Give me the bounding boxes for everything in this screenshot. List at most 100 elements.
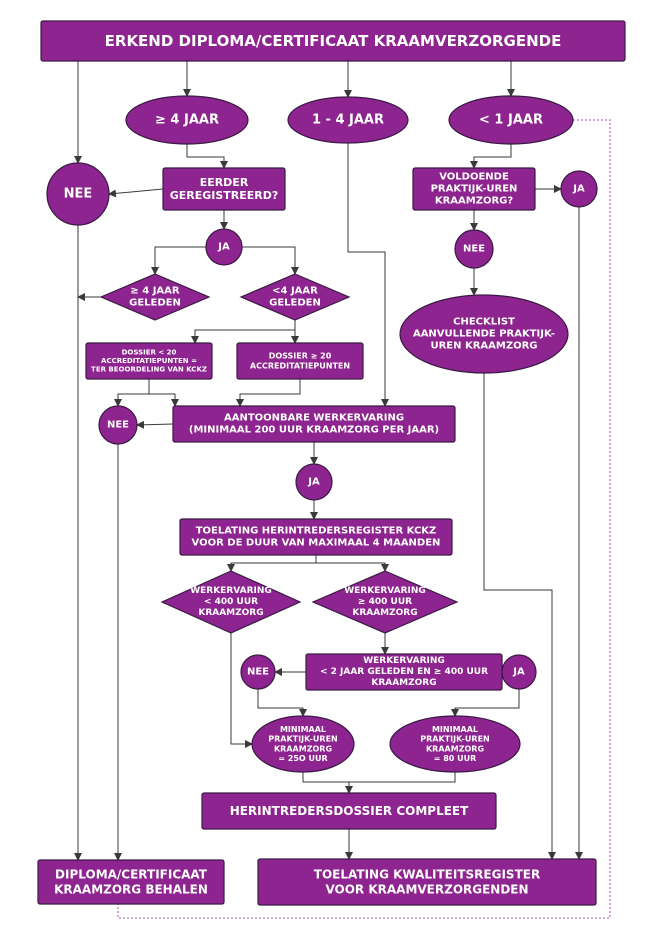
ja2-label: JA bbox=[307, 477, 320, 488]
1to4-shape bbox=[287, 96, 409, 144]
werkervaring-label: (MINIMAAL 200 UUR KRAAMZORG PER JAAR) bbox=[189, 425, 439, 436]
min250-label: MINIMAAL bbox=[280, 725, 326, 734]
herintredersdossier-shape bbox=[201, 792, 497, 830]
connector-line bbox=[136, 420, 174, 429]
nee-left-label: NEE bbox=[64, 187, 93, 202]
dossier-lt-shape bbox=[85, 342, 213, 380]
connector-line bbox=[149, 393, 179, 407]
node-werkervaring: AANTOONBARE WERKERVARING (MINIMAAL 200 UU… bbox=[172, 405, 456, 443]
toelating-kwaliteit-label: VOOR KRAAMVERZORGENDEN bbox=[325, 882, 528, 896]
checklist-label: CHECKLIST bbox=[453, 316, 515, 327]
title-label: ERKEND DIPLOMA/CERTIFICAAT KRAAMVERZORGE… bbox=[105, 32, 562, 50]
wk-ge400-label: WERKERVARING bbox=[344, 586, 426, 596]
node-nee-low: NEE bbox=[240, 654, 276, 690]
node-toelating-herintreders: TOELATING HERINTREDERSREGISTER KCKZ VOOR … bbox=[179, 518, 453, 556]
wk-lt400-label: < 400 UUR bbox=[204, 597, 258, 607]
herintredersdossier-label: HERINTREDERSDOSSIER COMPLEET bbox=[230, 804, 469, 818]
dossier-lt-label: DOSSIER < 20 bbox=[122, 348, 177, 356]
connector-line bbox=[242, 246, 299, 275]
connector-line bbox=[151, 246, 206, 275]
ja-right-label: JA bbox=[572, 184, 585, 195]
nee-left-shape bbox=[46, 162, 110, 226]
node-title: ERKEND DIPLOMA/CERTIFICAAT KRAAMVERZORGE… bbox=[40, 20, 626, 62]
node-ge4: ≥ 4 JAAR bbox=[125, 95, 249, 145]
wk-2jaar-label: WERKERVARING bbox=[363, 656, 445, 666]
diploma-behalen-shape bbox=[37, 859, 225, 905]
wk-2jaar-label: KRAAMZORG bbox=[371, 678, 436, 688]
connector-line bbox=[451, 689, 520, 717]
connector-lines bbox=[74, 61, 611, 919]
connector-line bbox=[483, 373, 556, 860]
wk-lt400-label: WERKERVARING bbox=[190, 586, 272, 596]
node-wk-2jaar: WERKERVARING< 2 JAAR GELEDEN EN ≥ 400 UU… bbox=[305, 653, 503, 691]
lt1-shape bbox=[448, 95, 574, 145]
node-lt4geleden: <4 JAAR GELEDEN bbox=[239, 273, 351, 321]
node-lt1: < 1 JAAR bbox=[448, 95, 574, 145]
toelating-herintreders-shape bbox=[179, 518, 453, 556]
nee-mid-shape bbox=[98, 405, 138, 445]
node-nee-left: NEE bbox=[46, 162, 110, 226]
eerder-label: GEREGISTREERD? bbox=[170, 189, 279, 202]
wk-lt400-shape bbox=[160, 570, 302, 634]
connector-line bbox=[114, 379, 150, 407]
dotted-connector-line bbox=[117, 119, 611, 919]
eerder-label: EERDER bbox=[200, 176, 249, 189]
connector-line bbox=[230, 633, 253, 748]
wk-ge400-label: ≥ 400 UUR bbox=[358, 597, 412, 607]
checklist-shape bbox=[399, 294, 569, 374]
toelating-kwaliteit-shape bbox=[257, 858, 597, 906]
min80-label: PRAKTIJK-UREN bbox=[420, 735, 489, 744]
min80-label: KRAAMZORG bbox=[426, 744, 484, 753]
node-ja1: JA bbox=[205, 228, 243, 266]
min250-label: KRAAMZORG bbox=[274, 744, 332, 753]
min80-shape bbox=[389, 715, 521, 773]
voldoende-label: VOLDOENDE bbox=[439, 171, 509, 182]
flowchart-nodes: ERKEND DIPLOMA/CERTIFICAAT KRAAMVERZORGE… bbox=[37, 20, 626, 906]
connector-line bbox=[108, 188, 164, 198]
eerder-shape bbox=[162, 167, 286, 211]
nee-right-shape bbox=[454, 229, 494, 269]
dossier-lt-label: ACCREDITATIEPUNTEN = bbox=[101, 357, 197, 365]
ja2-shape bbox=[295, 463, 333, 501]
node-nee-right: NEE bbox=[454, 229, 494, 269]
connector-line bbox=[347, 143, 389, 407]
ge4geleden-label: GELEDEN bbox=[129, 298, 181, 309]
nee-low-shape bbox=[240, 654, 276, 690]
voldoende-label: KRAAMZORG? bbox=[435, 196, 514, 207]
wk-2jaar-label: < 2 JAAR GELEDEN EN ≥ 400 UUR bbox=[320, 667, 488, 677]
lt4geleden-label: <4 JAAR bbox=[272, 285, 318, 296]
dossier-ge-label: ACCREDITATIEPUNTEN bbox=[250, 361, 350, 370]
min80-label: MINIMAAL bbox=[432, 725, 478, 734]
toelating-herintreders-label: VOOR DE DUUR VAN MAXIMAAL 4 MAANDEN bbox=[192, 538, 441, 549]
connector-line bbox=[191, 320, 296, 344]
lt4geleden-label: GELEDEN bbox=[269, 298, 321, 309]
node-ja-low: JA bbox=[501, 654, 537, 690]
ja1-label: JA bbox=[217, 242, 230, 253]
lt4geleden-shape bbox=[239, 273, 351, 321]
voldoende-label: PRAKTIJK-UREN bbox=[431, 184, 518, 195]
min80-label: = 80 UUR bbox=[434, 754, 477, 763]
werkervaring-shape bbox=[172, 405, 456, 443]
node-herintredersdossier: HERINTREDERSDOSSIER COMPLEET bbox=[201, 792, 497, 830]
werkervaring-label: AANTOONBARE WERKERVARING bbox=[224, 412, 404, 423]
wk-lt400-label: KRAAMZORG bbox=[198, 608, 263, 618]
dossier-ge-shape bbox=[236, 342, 364, 380]
nee-mid-label: NEE bbox=[107, 420, 129, 431]
toelating-herintreders-label: TOELATING HERINTREDERSREGISTER KCKZ bbox=[196, 525, 437, 536]
connector-line bbox=[470, 144, 512, 169]
min250-shape bbox=[251, 715, 355, 773]
checklist-label: UREN KRAAMZORG bbox=[430, 341, 537, 352]
wk-ge400-shape bbox=[311, 570, 459, 634]
checklist-label: AANVULLENDE PRAKTIJK- bbox=[413, 329, 555, 340]
ge4-shape bbox=[125, 95, 249, 145]
connector-line bbox=[316, 562, 389, 572]
ge4geleden-label: ≥ 4 JAAR bbox=[130, 285, 179, 296]
